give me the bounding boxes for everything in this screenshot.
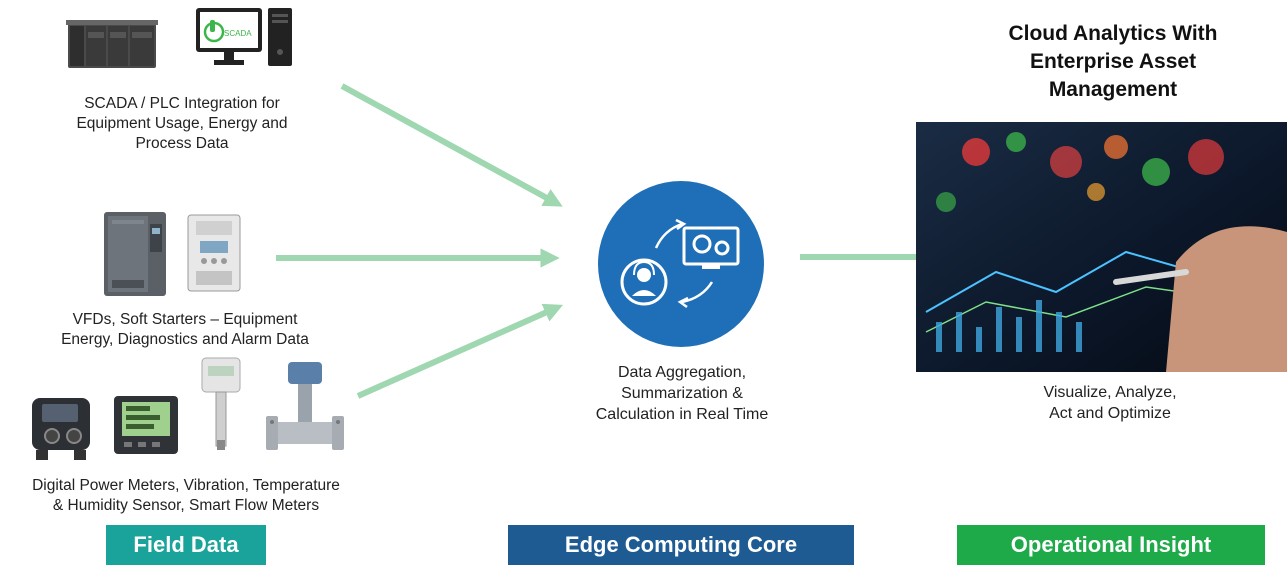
scada-caption: SCADA / PLC Integration for Equipment Us… <box>42 94 322 154</box>
scada-computer-icon: SCADA <box>196 8 292 66</box>
cloud-caption-line: Visualize, Analyze, <box>1043 384 1177 401</box>
power-meter-icon <box>114 396 178 454</box>
soft-starter-icon <box>187 214 241 292</box>
scada-caption-line: SCADA / PLC Integration for <box>84 95 280 112</box>
arrow-meters-to-core <box>356 303 564 399</box>
gear-icon <box>714 240 730 256</box>
flow-meter-icon <box>266 362 344 450</box>
cloud-title: Cloud Analytics With Enterprise Asset Ma… <box>958 20 1268 104</box>
core-caption-line: Summarization & <box>621 385 743 402</box>
meters-caption: Digital Power Meters, Vibration, Tempera… <box>0 476 372 516</box>
meters-caption-line: Digital Power Meters, Vibration, Tempera… <box>32 477 340 494</box>
core-caption-line: Calculation in Real Time <box>595 406 769 423</box>
operational-insight-badge: Operational Insight <box>957 525 1265 565</box>
field-data-badge: Field Data <box>106 525 266 565</box>
vfd-caption: VFDs, Soft Starters – Equipment Energy, … <box>20 310 350 350</box>
gear-icon <box>692 234 712 254</box>
cloud-caption-line: Act and Optimize <box>1049 405 1171 422</box>
svg-text:SCADA: SCADA <box>224 29 252 38</box>
vfd-caption-line: VFDs, Soft Starters – Equipment <box>72 311 298 328</box>
cloud-title-line: Enterprise Asset <box>1029 50 1197 73</box>
cloud-caption: Visualize, Analyze, Act and Optimize <box>980 382 1240 424</box>
cycle-arrow-icon <box>681 281 714 304</box>
arrow-scada-to-core <box>340 83 563 207</box>
plc-rack-icon <box>66 20 158 68</box>
hand-icon <box>1166 226 1287 372</box>
scada-caption-line: Equipment Usage, Energy and <box>76 115 288 132</box>
cycle-arrow-icon <box>654 222 683 249</box>
core-caption: Data Aggregation, Summarization & Calcul… <box>542 362 822 425</box>
temperature-humidity-sensor-icon <box>201 357 241 450</box>
operator-icon <box>620 258 668 306</box>
scada-caption-line: Process Data <box>135 135 229 152</box>
edge-computing-core-badge: Edge Computing Core <box>508 525 854 565</box>
vfd-caption-line: Energy, Diagnostics and Alarm Data <box>61 331 309 348</box>
cloud-title-line: Cloud Analytics With <box>1008 22 1218 45</box>
vibration-sensor-icon <box>32 398 90 460</box>
cloud-title-line: Management <box>1048 78 1178 101</box>
analytics-tablet-photo <box>916 122 1287 372</box>
vfd-drive-icon <box>104 212 166 296</box>
edge-core-icon <box>598 181 764 347</box>
meters-caption-line: & Humidity Sensor, Smart Flow Meters <box>52 497 320 514</box>
core-caption-line: Data Aggregation, <box>617 364 747 381</box>
